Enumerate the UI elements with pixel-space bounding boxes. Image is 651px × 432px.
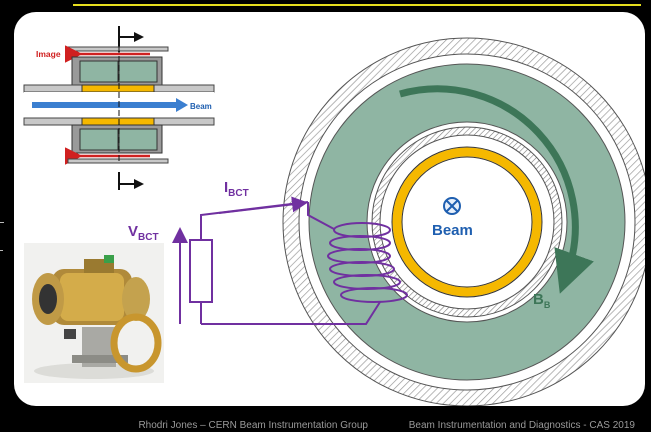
footer-author: Rhodri Jones – CERN Beam Instrumentation… [138, 420, 368, 431]
field-label-sub: B [544, 300, 551, 310]
title-rule [73, 4, 641, 6]
cross-section-beam-label: Beam [190, 102, 212, 111]
bct-photo [24, 243, 164, 383]
voltage-label-sub: BCT [138, 232, 159, 243]
beam-into-page-icon [444, 198, 460, 214]
voltage-label-main: V [128, 223, 138, 240]
image-label: Image [36, 49, 61, 59]
current-label-sub: BCT [228, 188, 249, 199]
field-label-main: B [533, 291, 544, 308]
current-label: IBCT [224, 179, 249, 199]
edge-tick [0, 222, 4, 223]
load-resistor [190, 240, 212, 302]
slide-footer: Rhodri Jones – CERN Beam Instrumentation… [0, 412, 651, 432]
footer-course: Beam Instrumentation and Diagnostics - C… [409, 420, 635, 431]
voltage-label: VBCT [128, 223, 159, 243]
toroid-beam-label: Beam [432, 222, 473, 239]
edge-tick [0, 250, 3, 251]
